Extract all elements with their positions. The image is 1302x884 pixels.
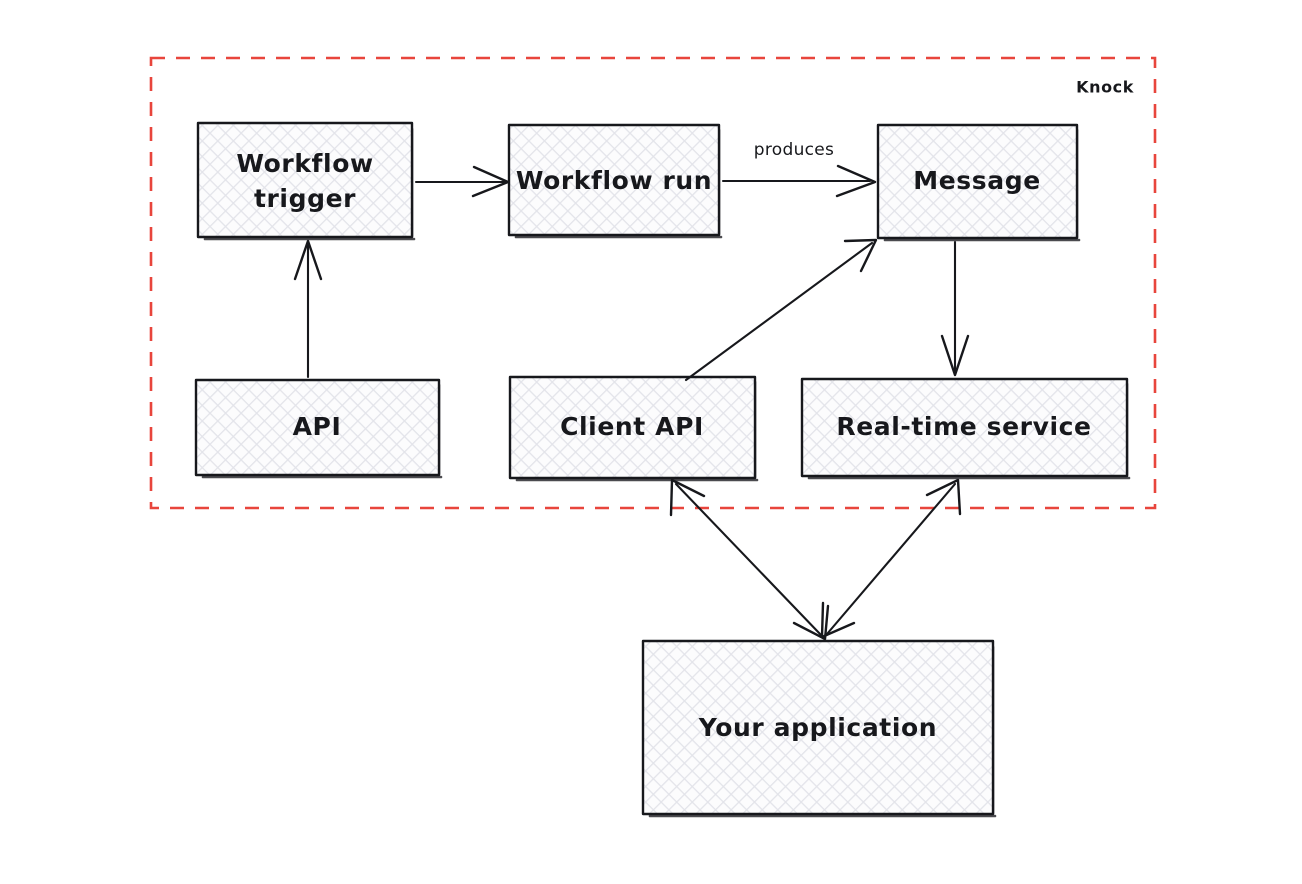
node-label-workflow-trigger-line1: Workflow [236, 149, 373, 178]
node-real-time-service[interactable]: Real-time service [800, 377, 1131, 480]
edge-trigger-to-run [414, 165, 510, 198]
node-client-api[interactable]: Client API [508, 375, 759, 482]
edge-message-to-realtime [940, 240, 970, 377]
node-workflow-trigger[interactable]: Workflow trigger [196, 121, 416, 241]
edge-api-to-trigger [293, 239, 323, 379]
edge-app-to-clientapi [669, 478, 830, 641]
edge-run-to-message: produces [721, 140, 877, 198]
node-message[interactable]: Message [876, 123, 1081, 242]
node-label-api: API [293, 412, 342, 441]
knock-group-boundary: Knock [149, 56, 1157, 510]
knock-group-label: Knock [1076, 78, 1134, 97]
node-label-your-application: Your application [698, 713, 937, 742]
node-workflow-run[interactable]: Workflow run [507, 123, 723, 239]
node-api[interactable]: API [194, 378, 443, 479]
node-label-workflow-trigger-line2: trigger [254, 184, 356, 213]
node-label-real-time-service: Real-time service [836, 412, 1091, 441]
edge-clientapi-to-message [684, 238, 878, 382]
node-label-workflow-run: Workflow run [516, 166, 712, 195]
edge-app-to-realtime [820, 478, 962, 639]
edge-label-produces: produces [754, 140, 834, 160]
node-label-message: Message [913, 166, 1041, 195]
node-your-application[interactable]: Your application [641, 639, 997, 818]
node-label-client-api: Client API [560, 412, 704, 441]
